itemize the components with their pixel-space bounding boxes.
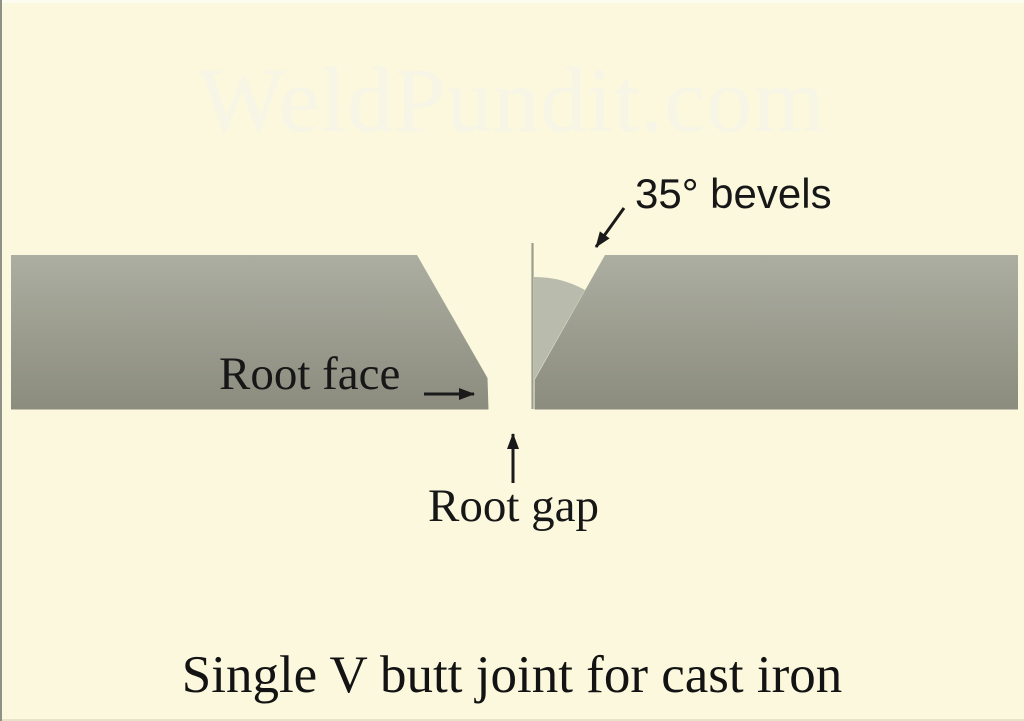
left-edge-border: [0, 0, 2, 721]
right-plate: [534, 255, 1018, 410]
root-face-label: Root face: [219, 348, 401, 400]
bevel-label: 35° bevels: [635, 170, 832, 217]
bevel-arrow: [594, 207, 626, 248]
left-plate: [11, 255, 489, 410]
bottom-edge-shadow: [0, 719, 1024, 721]
watermark: WeldPundit.com: [198, 49, 826, 151]
top-edge-highlight: [0, 0, 1024, 3]
caption: Single V butt joint for cast iron: [181, 646, 843, 704]
bevel-angle-arc: [534, 276, 585, 380]
root-gap-label: Root gap: [428, 480, 600, 532]
